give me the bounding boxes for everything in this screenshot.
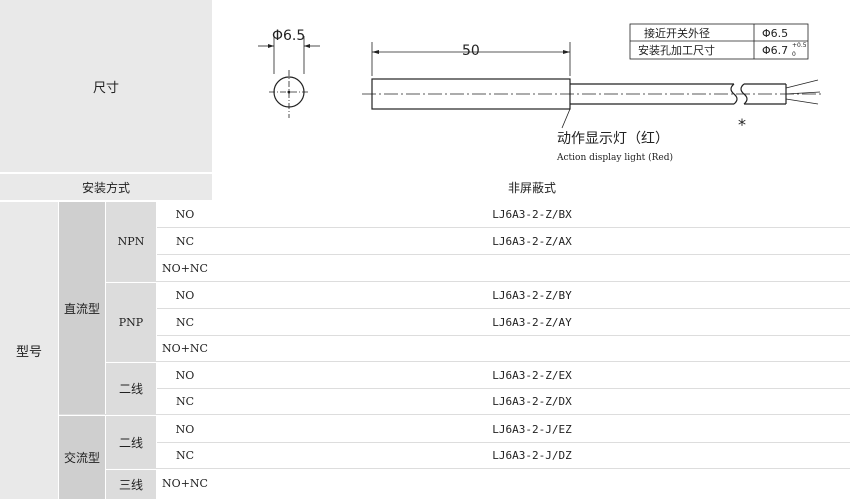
model-code: LJ6A3-2-J/EZ <box>492 422 572 436</box>
indicator-cn: 动作显示灯（红） <box>557 131 669 147</box>
row-divider <box>59 414 850 415</box>
contact-type: NO <box>175 208 195 221</box>
length-label: 50 <box>462 43 480 59</box>
diameter-label: Φ6.5 <box>272 28 305 44</box>
spec-row1-label: 接近开关外径 <box>644 26 710 40</box>
row-divider <box>157 308 850 309</box>
table-row-model: LJ6A3-2-Z/AX <box>214 228 850 254</box>
mount-label: 安装方式 <box>81 180 130 195</box>
model-code: LJ6A3-2-J/DZ <box>492 449 572 462</box>
dimension-label-cell: 尺寸 <box>0 0 212 172</box>
row-divider <box>157 335 850 336</box>
model-code: LJ6A3-2-Z/EX <box>492 369 572 382</box>
table-row-contact: NO+NC <box>157 470 213 496</box>
side-view <box>362 42 824 129</box>
table-row-contact: NO <box>157 202 213 227</box>
table-row-contact: NO+NC <box>157 255 213 281</box>
dc-two-wire-cell: 二线 <box>106 363 156 414</box>
pnp-label-cell: PNP <box>106 283 156 361</box>
mount-value: 非屏蔽式 <box>507 180 556 195</box>
contact-type: NO <box>175 422 195 436</box>
table-row-model: LJ6A3-2-Z/DX <box>214 389 850 414</box>
table-row-model <box>214 470 850 496</box>
contact-type: NO+NC <box>162 476 208 490</box>
pnp-label: PNP <box>118 315 144 329</box>
contact-type: NO+NC <box>162 261 208 275</box>
table-row-model: LJ6A3-2-J/EZ <box>214 416 850 442</box>
model-code: LJ6A3-2-Z/AY <box>492 315 572 329</box>
row-divider <box>157 388 850 389</box>
table-row-contact: NO <box>157 363 213 388</box>
row-divider <box>106 361 850 362</box>
table-row-model: LJ6A3-2-Z/BY <box>214 283 850 308</box>
contact-type: NO <box>175 369 195 382</box>
ac-three-wire-cell: 三线 <box>106 470 156 499</box>
row-divider <box>157 227 850 228</box>
model-code: LJ6A3-2-Z/DX <box>492 395 572 408</box>
spec-row2-label: 安装孔加工尺寸 <box>638 43 715 57</box>
spec-row1-value: Φ6.5 <box>762 27 788 40</box>
ac-label-cell: 交流型 <box>59 416 105 499</box>
dc-label: 直流型 <box>63 301 100 316</box>
table-row-contact: NO+NC <box>157 336 213 361</box>
mount-label-cell: 安装方式 <box>0 174 212 200</box>
row-divider <box>106 281 850 282</box>
table-row-contact: NC <box>157 443 213 468</box>
mount-value-cell: 非屏蔽式 <box>214 174 850 200</box>
dimension-drawing: Φ6.5 50 <box>258 23 824 163</box>
row-divider <box>157 254 850 255</box>
model-code: LJ6A3-2-Z/AX <box>492 234 572 248</box>
asterisk: * <box>738 115 746 134</box>
table-row-contact: NC <box>157 389 213 414</box>
dc-two-wire-label: 二线 <box>118 382 143 396</box>
table-row-contact: NO <box>157 416 213 442</box>
ac-two-wire-cell: 二线 <box>106 416 156 468</box>
ac-label: 交流型 <box>63 451 100 465</box>
table-row-model: LJ6A3-2-Z/BX <box>214 202 850 227</box>
contact-type: NC <box>175 315 195 329</box>
contact-type: NC <box>175 449 195 462</box>
ac-two-wire-label: 二线 <box>118 435 143 450</box>
table-row-model <box>214 336 850 361</box>
table-row-contact: NO <box>157 283 213 308</box>
table-row-model: LJ6A3-2-Z/AY <box>214 309 850 335</box>
ac-three-wire-label: 三线 <box>118 478 143 492</box>
dc-label-cell: 直流型 <box>59 202 105 414</box>
table-row-contact: NC <box>157 228 213 254</box>
indicator-en: Action display light (Red) <box>556 152 673 163</box>
contact-type: NC <box>175 234 195 248</box>
row-divider <box>157 442 850 443</box>
spec-row2-sup: +0.5 <box>792 42 807 49</box>
spec-box <box>629 23 809 60</box>
table-row-model <box>214 255 850 281</box>
table-row-model: LJ6A3-2-J/DZ <box>214 443 850 468</box>
model-code: LJ6A3-2-Z/BX <box>492 208 572 221</box>
spec-row2-sub: 0 <box>792 51 796 58</box>
contact-type: NO <box>175 289 195 302</box>
table-row-contact: NC <box>157 309 213 335</box>
model-label-cell: 型号 <box>0 202 58 499</box>
dimension-drawing-cell: Φ6.5 50 <box>214 0 850 172</box>
spec-row2-value: Φ6.7 <box>762 44 788 57</box>
table-row-model: LJ6A3-2-Z/EX <box>214 363 850 388</box>
dimension-label: 尺寸 <box>92 80 119 96</box>
npn-label: NPN <box>117 235 145 248</box>
model-code: LJ6A3-2-Z/BY <box>492 289 572 302</box>
model-label: 型号 <box>15 345 42 360</box>
contact-type: NO+NC <box>162 342 208 355</box>
row-divider <box>106 468 850 469</box>
npn-label-cell: NPN <box>106 202 156 281</box>
contact-type: NC <box>175 395 195 408</box>
front-view <box>258 36 320 118</box>
